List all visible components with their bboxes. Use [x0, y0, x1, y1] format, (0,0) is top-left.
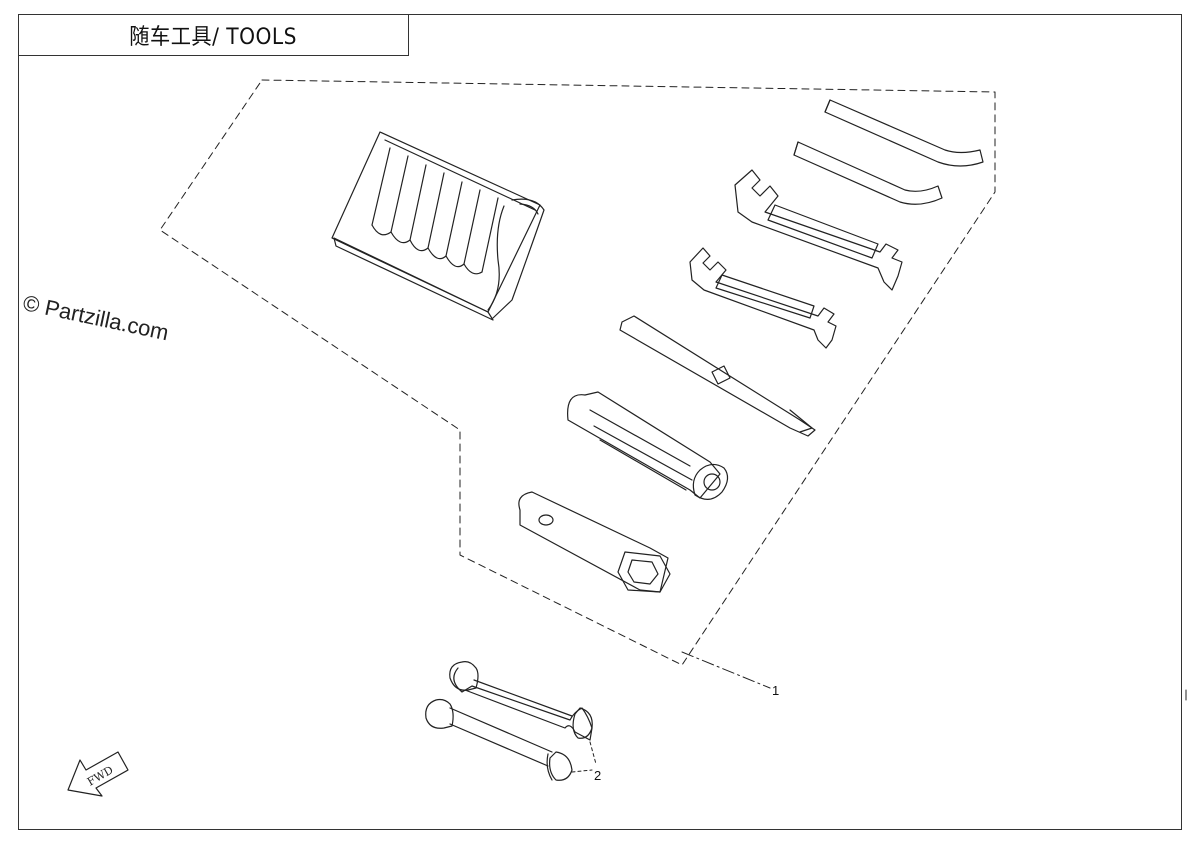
wrench-small [689, 247, 837, 349]
socket-wrench [518, 491, 671, 593]
screwdriver-shaft [619, 315, 816, 437]
page-title: 随车工具/ TOOLS [129, 25, 298, 50]
tool-pouch [331, 131, 545, 321]
wrench-large [734, 169, 903, 291]
title-box: 随车工具/ TOOLS [18, 14, 409, 56]
drawing-frame [18, 14, 1182, 830]
leader-line-1 [681, 651, 771, 689]
callout-2: 2 [594, 768, 601, 783]
fwd-label: FWD [85, 763, 116, 788]
leader-line-2 [571, 741, 597, 773]
kit-boundary [159, 79, 996, 666]
fwd-arrow: FWD [67, 751, 129, 797]
strap-upper [449, 661, 593, 741]
strap-lower [425, 698, 573, 781]
screwdriver-handle [567, 391, 729, 500]
callout-1: 1 [772, 683, 779, 698]
hex-key-large [824, 99, 984, 167]
hex-key-small [793, 141, 943, 205]
